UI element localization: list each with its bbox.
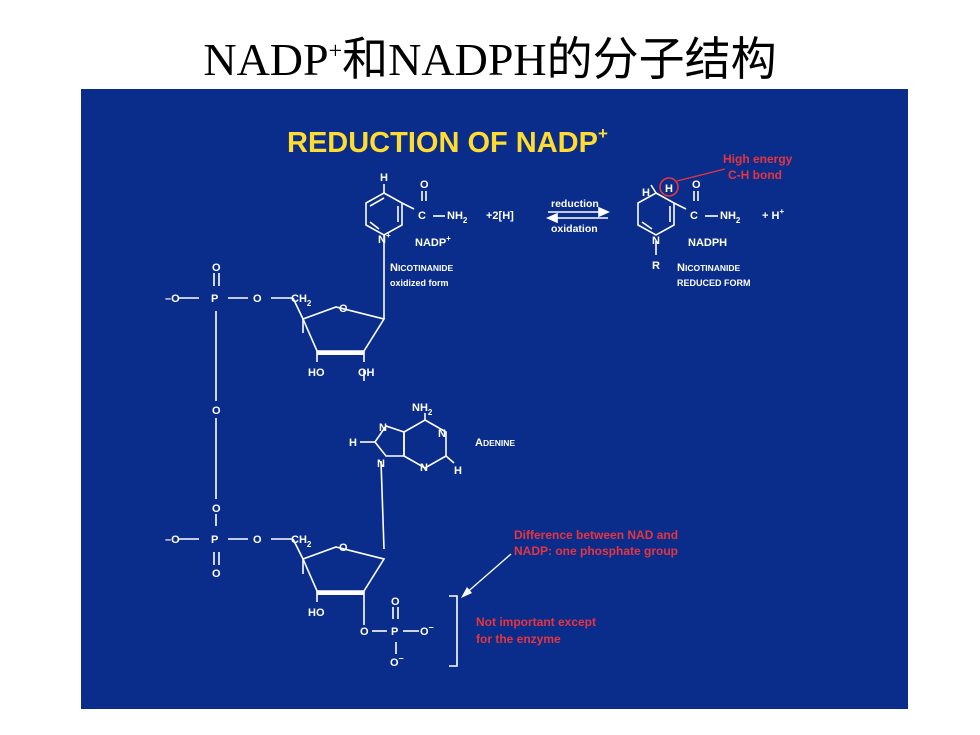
atom-c-amide-oxidized: C — [418, 210, 426, 222]
atom-neg-o-lower: –O — [165, 534, 180, 546]
ho-ribose2: HO — [308, 607, 325, 619]
atom-o-top-upper-phosphate: O — [212, 262, 221, 274]
atom-o-ester-upper: O — [253, 293, 262, 305]
reduction-label: reduction — [551, 198, 599, 210]
reduced-caption-line2: REDUCED FORM — [677, 278, 751, 288]
reduced-caption: NICOTINANIDE — [677, 262, 741, 274]
atom-h-top-oxidized: H — [380, 172, 388, 184]
high-energy-circle — [659, 177, 679, 197]
atom-p-lower: P — [211, 534, 218, 546]
nadp-plus-label: NADP+ — [415, 234, 451, 249]
atom-p-2prime: P — [391, 626, 398, 638]
atom-h2-adenine: H — [454, 465, 462, 477]
title-prefix: NADP — [203, 34, 329, 85]
ch2-lower: CH2 — [291, 534, 312, 549]
atom-o-ribose1: O — [339, 303, 348, 315]
adenine-label: ADENINE — [475, 437, 515, 449]
atom-o-minus-bottom: O– — [390, 653, 404, 669]
atom-c-amide-reduced: C — [690, 210, 698, 222]
structure-lines — [179, 184, 718, 667]
ho-ribose1: HO — [308, 367, 325, 379]
atom-o-top-2prime-phosphate: O — [391, 596, 400, 608]
atom-o-ester-lower: O — [253, 534, 262, 546]
title-superscript: + — [328, 38, 343, 65]
ch2-upper: CH2 — [291, 293, 312, 308]
atom-n3-adenine: N — [420, 462, 428, 474]
atom-h-left-reduced: H — [642, 187, 650, 199]
atom-o-top-lower-phosphate: O — [212, 503, 221, 515]
atom-o-2prime-link: O — [360, 626, 369, 638]
high-energy-pointer — [676, 168, 726, 182]
atom-n9-adenine: N — [377, 458, 385, 470]
r-group-label: R — [652, 260, 660, 272]
title-suffix: 和NADPH的分子结构 — [342, 34, 777, 85]
high-energy-note-line2: C-H bond — [728, 168, 782, 182]
proton-label: + H+ — [762, 207, 784, 222]
atom-o-ribose2: O — [339, 542, 348, 554]
slide-title: NADP+和NADPH的分子结构 — [0, 30, 980, 90]
atom-h-right-reduced: H — [665, 183, 673, 195]
oh-ribose1: OH — [358, 367, 375, 379]
nadph-label: NADPH — [688, 237, 727, 249]
atom-p-upper: P — [211, 293, 218, 305]
atom-h8-adenine: H — [349, 437, 357, 449]
phosphate-pointer-arrowhead — [461, 587, 472, 598]
high-energy-note: High energy — [723, 152, 793, 166]
not-important-note-line2: for the enzyme — [476, 632, 561, 646]
atom-o-carbonyl-reduced: O — [692, 179, 701, 191]
not-important-note: Not important except — [476, 615, 596, 629]
atom-neg-o-upper: –O — [165, 293, 180, 305]
nadp-reduction-diagram: REDUCTION OF NADP+ — [81, 89, 908, 709]
difference-note: Difference between NAD and — [514, 528, 678, 542]
atom-o-carbonyl-oxidized: O — [420, 179, 429, 191]
diagram-heading: REDUCTION OF NADP+ — [287, 124, 608, 159]
difference-note-line2: NADP: one phosphate group — [514, 544, 678, 558]
nh2-adenine: NH2 — [412, 402, 433, 417]
atom-n-plus-oxidized: N+ — [378, 231, 391, 246]
atom-n-reduced: N — [652, 235, 660, 247]
atom-n7-adenine: N — [379, 422, 387, 434]
atom-o-bridge: O — [212, 405, 221, 417]
atom-n1-adenine: N — [438, 428, 446, 440]
atom-o-minus-right: O– — [420, 622, 434, 638]
oxidized-caption: NICOTINANIDE — [390, 262, 454, 274]
oxidation-label: oxidation — [551, 223, 598, 235]
atom-o-bottom-lower-phosphate: O — [212, 568, 221, 580]
phosphate-pointer-arrow — [463, 553, 512, 596]
reagent-label: +2[H] — [486, 210, 514, 222]
oxidized-caption-line2: oxidized form — [390, 278, 449, 288]
amide-group-reduced: NH2 — [720, 210, 741, 225]
amide-group-oxidized: NH2 — [447, 210, 468, 225]
panel-background — [81, 89, 908, 709]
